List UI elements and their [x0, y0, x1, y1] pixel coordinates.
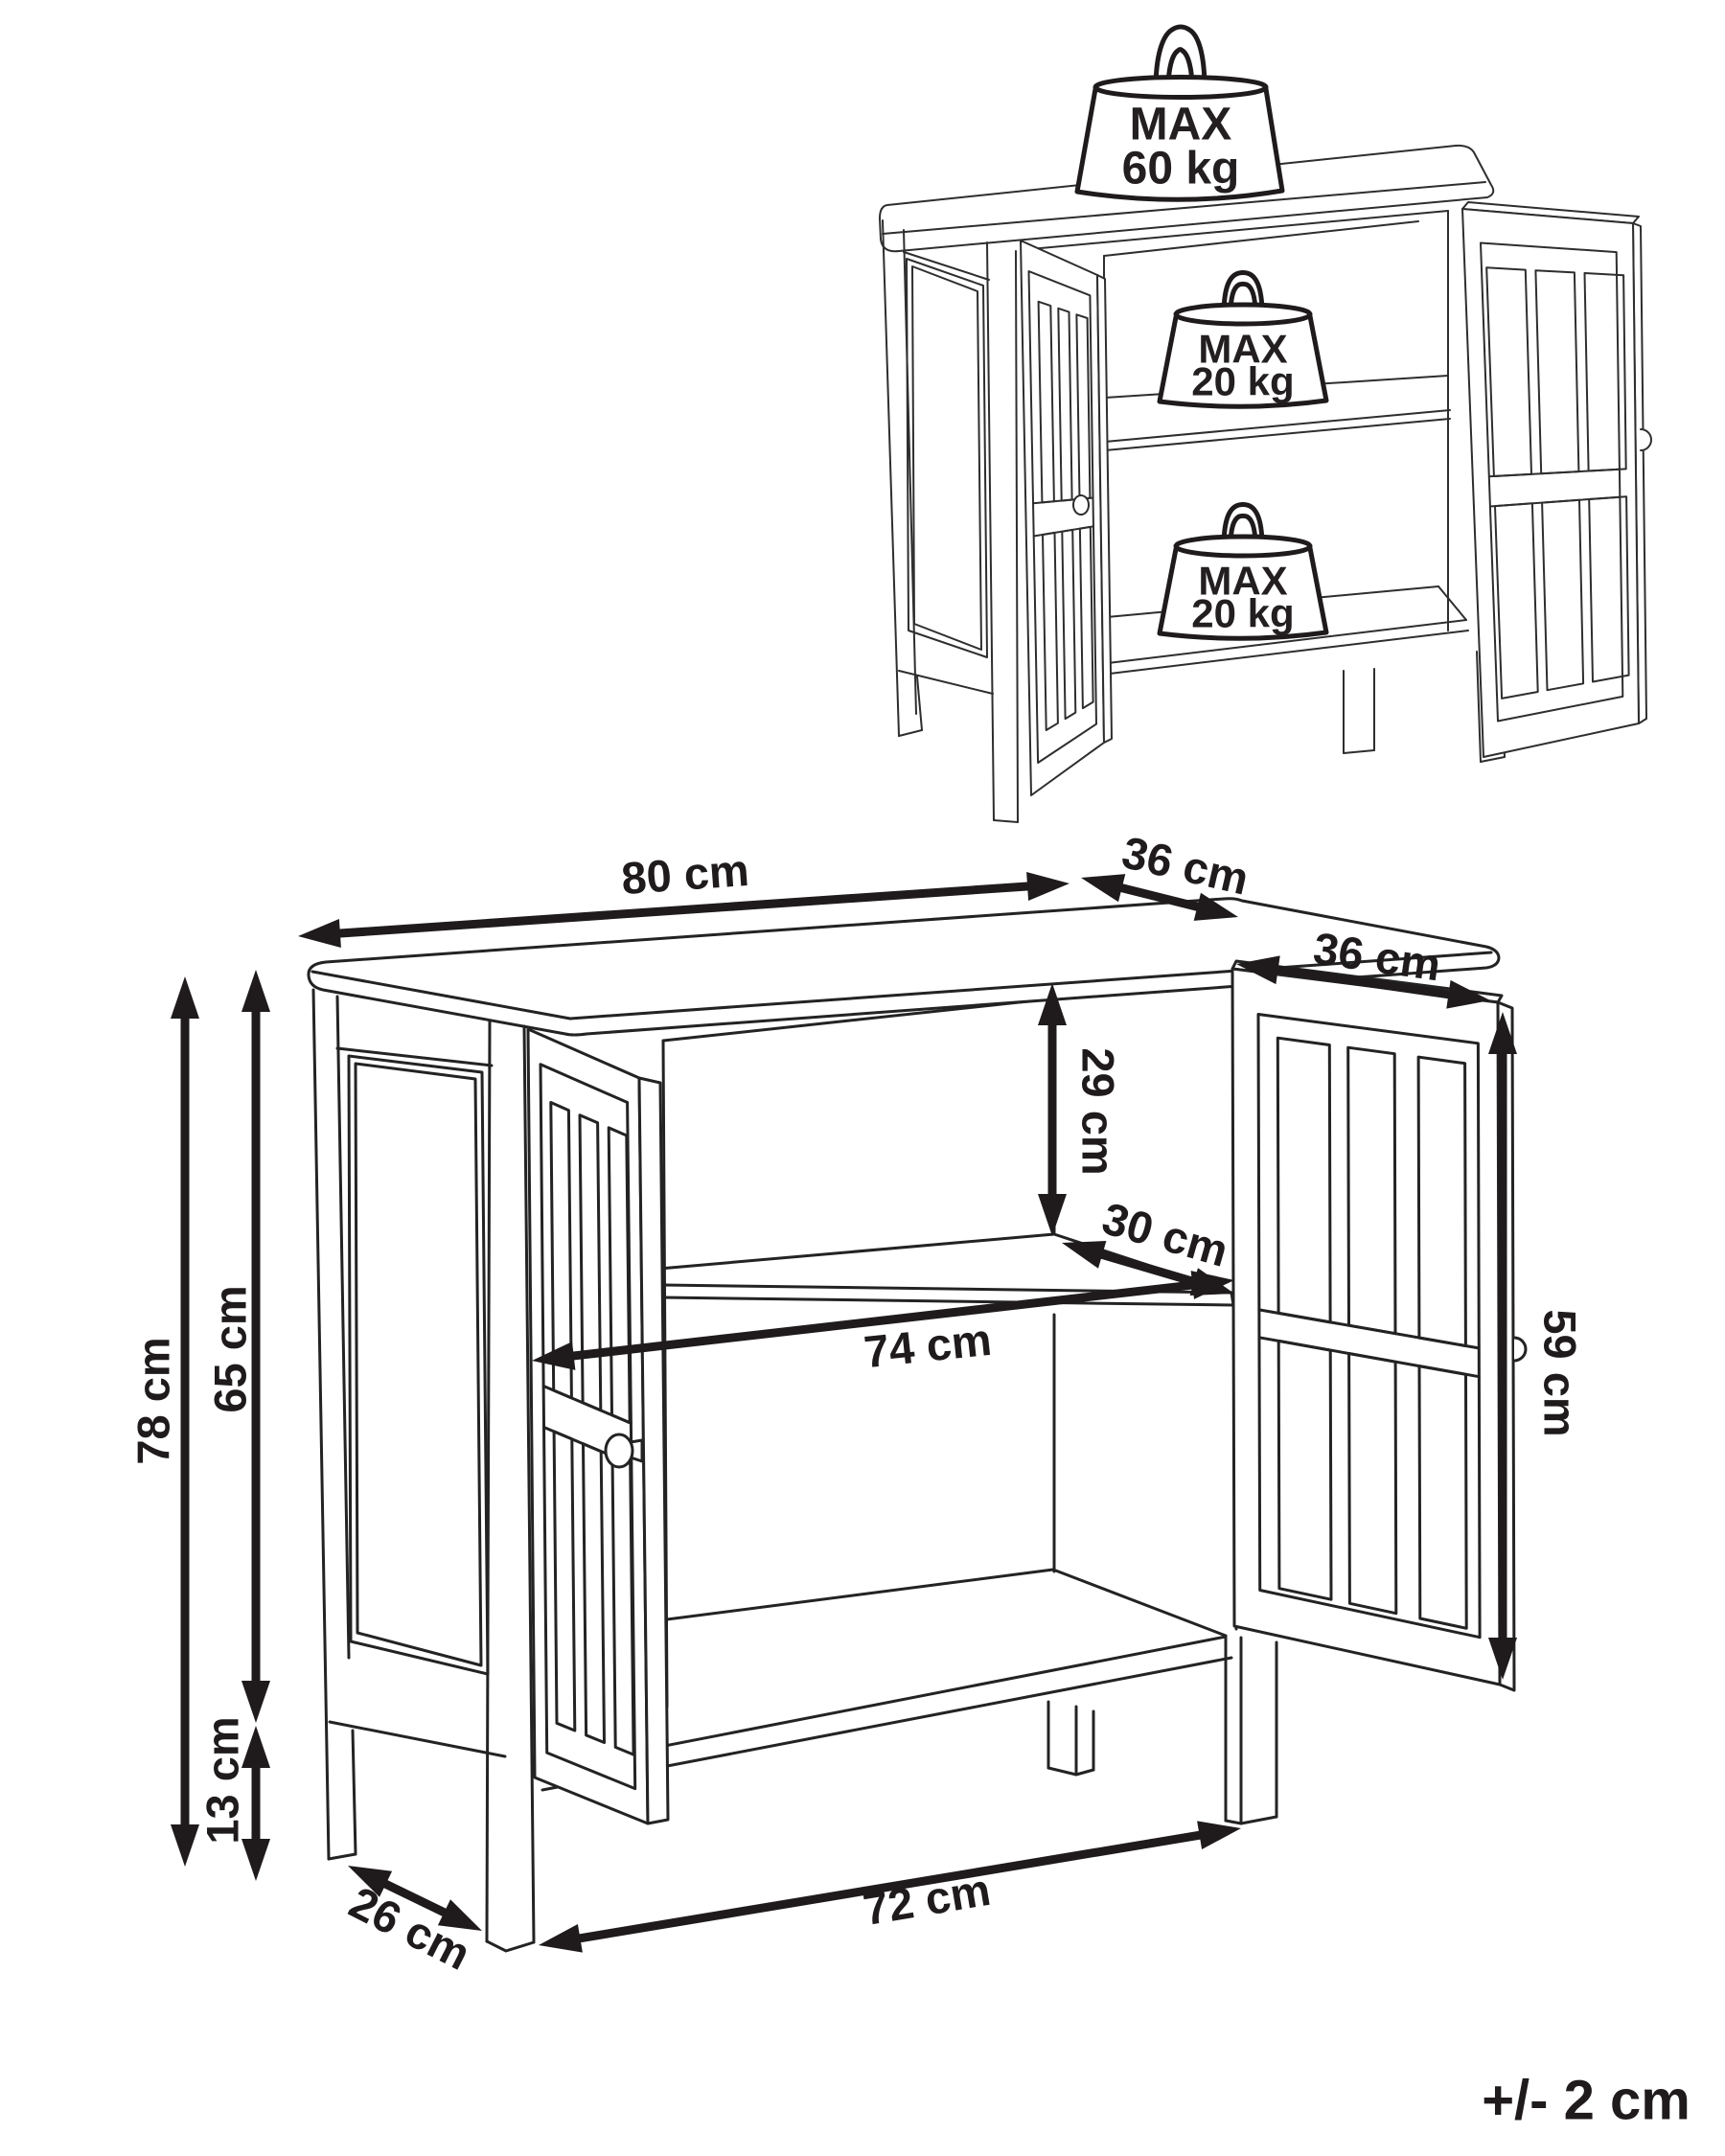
svg-text:80 cm: 80 cm — [620, 844, 751, 904]
svg-text:20 kg: 20 kg — [1191, 359, 1294, 404]
svg-text:60 kg: 60 kg — [1122, 144, 1240, 195]
svg-text:20 kg: 20 kg — [1191, 591, 1294, 636]
svg-text:+/- 2 cm: +/- 2 cm — [1482, 2070, 1690, 2132]
svg-text:29 cm: 29 cm — [1073, 1047, 1124, 1175]
svg-text:MAX: MAX — [1130, 100, 1232, 150]
svg-text:13 cm: 13 cm — [197, 1716, 248, 1844]
svg-text:59 cm: 59 cm — [1535, 1309, 1586, 1436]
svg-text:MAX: MAX — [1198, 327, 1287, 372]
svg-text:65 cm: 65 cm — [205, 1285, 256, 1412]
svg-text:78 cm: 78 cm — [128, 1337, 179, 1464]
svg-text:MAX: MAX — [1198, 559, 1287, 604]
